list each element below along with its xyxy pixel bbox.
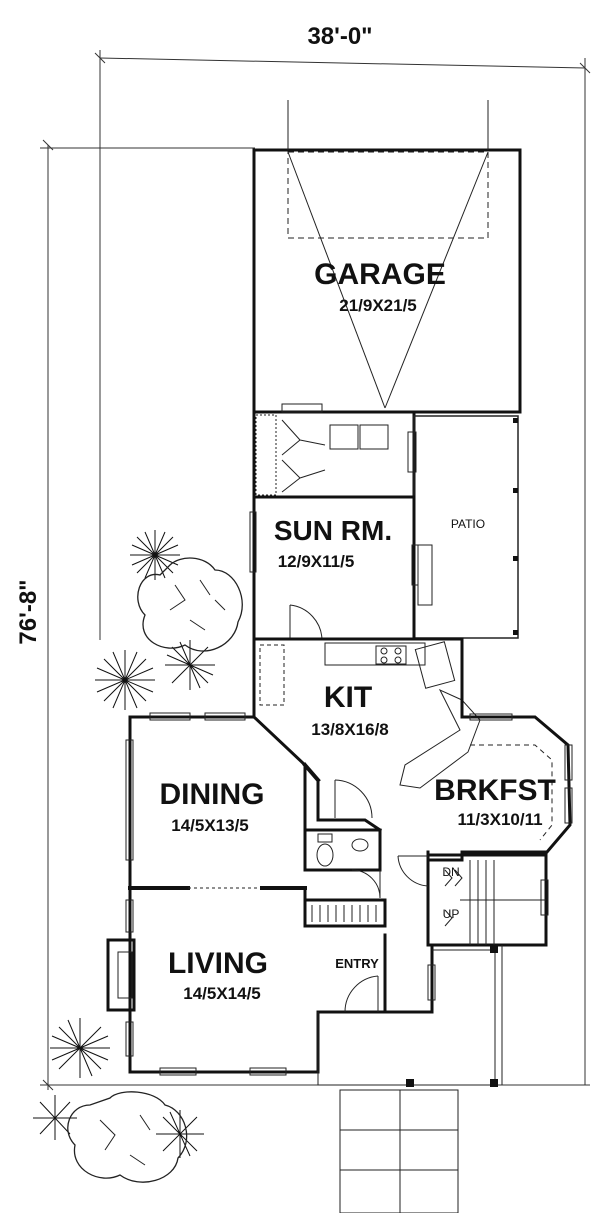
breakfast-label: BRKFST: [434, 774, 556, 807]
coat-closet: [303, 898, 387, 928]
dining: [125, 712, 321, 890]
overall-depth-label: 76'-8": [15, 579, 42, 644]
garage-size: 21/9X21/5: [339, 296, 417, 315]
dimension-lines: [40, 50, 591, 1091]
entry: [316, 933, 503, 1087]
breakfast-nook: [460, 637, 573, 854]
breakfast-size: 11/3X10/11: [457, 810, 542, 829]
stairs-up-label: UP: [443, 907, 460, 921]
living: [106, 886, 320, 1076]
kitchen-size: 13/8X16/8: [311, 720, 389, 739]
sunroom-label: SUN RM.: [274, 515, 392, 546]
powder-room: [303, 828, 382, 899]
stairs: [397, 850, 549, 947]
living-size: 14/5X14/5: [183, 984, 261, 1003]
stairs-down-label: DN: [442, 865, 459, 879]
living-label: LIVING: [168, 947, 268, 980]
dining-label: DINING: [160, 778, 265, 811]
dining-size: 14/5X13/5: [171, 816, 249, 835]
kitchen: [252, 637, 481, 857]
garage-label: GARAGE: [314, 258, 446, 291]
sunroom-size: 12/9X11/5: [278, 552, 355, 571]
patio-label: PATIO: [451, 517, 485, 531]
walkway: [339, 1089, 459, 1213]
garage: [252, 100, 522, 414]
landscape-shrubs: [33, 530, 243, 1183]
overall-width-label: 38'-0": [307, 23, 372, 50]
kitchen-label: KIT: [324, 681, 372, 714]
utility-area: [252, 403, 417, 499]
entry-label: ENTRY: [335, 956, 379, 971]
